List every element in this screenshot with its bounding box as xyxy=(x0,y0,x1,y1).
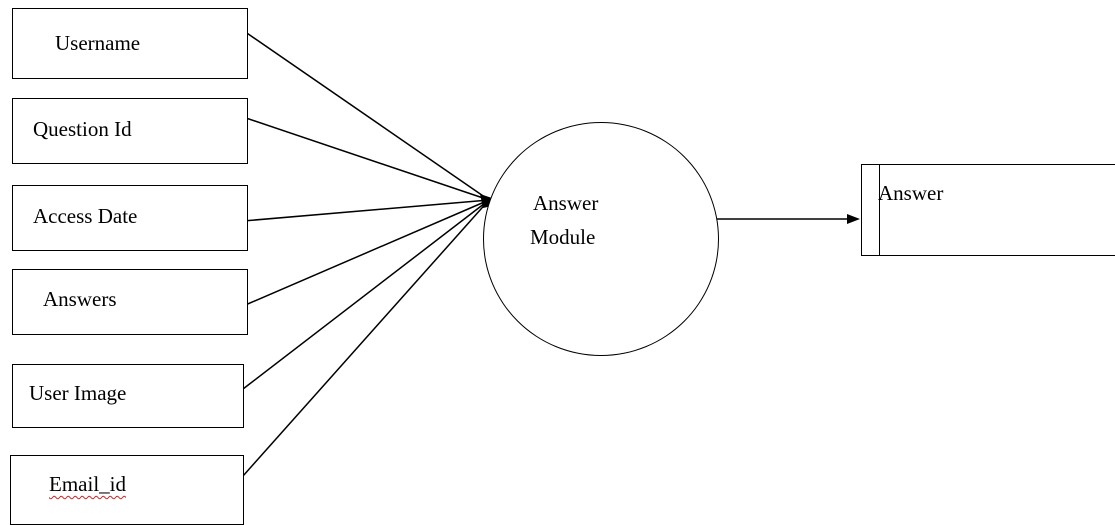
entity-label-access-date: Access Date xyxy=(33,204,138,228)
arrowhead-into-store xyxy=(847,214,860,224)
entity-user-image: User Image xyxy=(12,364,244,428)
entity-access-date: Access Date xyxy=(12,185,248,251)
entity-answers: Answers xyxy=(12,269,248,335)
data-store-answer: Answer xyxy=(861,164,1115,256)
connector-answers xyxy=(242,199,490,307)
entity-label-question-id: Question Id xyxy=(33,117,132,141)
connector-user-image xyxy=(242,199,490,390)
entity-email-id: Email_id xyxy=(10,455,244,525)
data-store-label: Answer xyxy=(878,181,944,205)
entity-question-id: Question Id xyxy=(12,98,248,164)
entity-label-username: Username xyxy=(55,31,141,55)
entity-label-answers: Answers xyxy=(43,287,117,311)
entity-label-user-image: User Image xyxy=(29,381,127,405)
connector-username xyxy=(240,28,490,201)
data-store-divider xyxy=(879,165,880,255)
process-label-line1: Answer xyxy=(533,191,599,215)
entity-username: Username xyxy=(12,8,248,79)
connector-access-date xyxy=(242,199,490,222)
connector-email-id xyxy=(242,199,490,477)
process-answer-module: Answer Module xyxy=(483,122,719,356)
entity-label-email-id: Email_id xyxy=(49,472,126,496)
connector-question-id xyxy=(242,116,490,201)
process-label-line2: Module xyxy=(530,225,596,249)
